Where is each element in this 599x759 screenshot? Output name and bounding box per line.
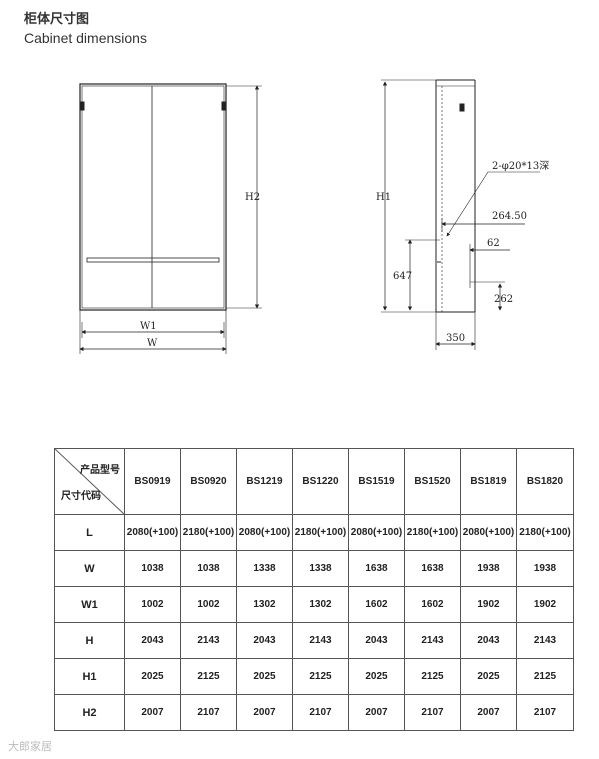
table-cell: 2043: [460, 622, 517, 659]
model-header: BS0920: [180, 448, 237, 515]
table-row: H1 2025 2125 2025 2125 2025 2125 2025 21…: [54, 658, 574, 695]
corner-bottom-label: 尺寸代码: [61, 491, 101, 502]
table-cell: 1902: [460, 586, 517, 623]
table-cell: 2125: [404, 658, 461, 695]
table-cell: 1602: [348, 586, 405, 623]
table-cell: 2080(+100): [460, 514, 517, 551]
table-cell: 2043: [236, 622, 293, 659]
cabinet-drawing: W1 W H2 H1 2-φ20*13深 264.50 62 647 262 3…: [79, 79, 549, 354]
table-cell: 1938: [460, 550, 517, 587]
table-cell: 1602: [404, 586, 461, 623]
table-cell: 2180(+100): [404, 514, 461, 551]
front-view: [79, 83, 262, 354]
table-header-row: 产品型号 尺寸代码 BS0919 BS0920 BS1219 BS1220 BS…: [54, 448, 574, 515]
table-cell: 2180(+100): [292, 514, 349, 551]
d264-label: 264.50: [492, 211, 527, 222]
front-shelf: [86, 257, 220, 263]
table-cell: 1302: [236, 586, 293, 623]
table-cell: 2007: [236, 694, 293, 731]
table-row: H 2043 2143 2043 2143 2043 2143 2043 214…: [54, 622, 574, 659]
model-header: BS0919: [124, 448, 181, 515]
corner-top-label: 产品型号: [80, 465, 120, 476]
table-cell: 2007: [348, 694, 405, 731]
row-code: L: [54, 514, 125, 551]
table-row: H2 2007 2107 2007 2107 2007 2107 2007 21…: [54, 694, 574, 731]
model-header: BS1820: [516, 448, 574, 515]
model-header: BS1219: [236, 448, 293, 515]
model-header: BS1520: [404, 448, 461, 515]
table-row: W1 1002 1002 1302 1302 1602 1602 1902 19…: [54, 586, 574, 623]
model-header: BS1519: [348, 448, 405, 515]
table-cell: 2107: [180, 694, 237, 731]
table-cell: 2143: [292, 622, 349, 659]
table-cell: 2080(+100): [348, 514, 405, 551]
row-code: W: [54, 550, 125, 587]
table-cell: 2025: [348, 658, 405, 695]
table-cell: 2125: [180, 658, 237, 695]
table-cell: 2025: [236, 658, 293, 695]
model-header: BS1220: [292, 448, 349, 515]
corner-diagonal: [55, 449, 124, 514]
table-cell: 2107: [292, 694, 349, 731]
table-row: W 1038 1038 1338 1338 1638 1638 1938 193…: [54, 550, 574, 587]
front-outer-frame: [79, 83, 227, 311]
table-cell: 2180(+100): [180, 514, 237, 551]
row-code: H2: [54, 694, 125, 731]
table-cell: 2143: [516, 622, 574, 659]
table-cell: 2107: [404, 694, 461, 731]
table-row: L 2080(+100) 2180(+100) 2080(+100) 2180(…: [54, 514, 574, 551]
page-title-cn: 柜体尺寸图: [24, 11, 90, 26]
d350-label: 350: [446, 333, 465, 344]
table-cell: 1002: [180, 586, 237, 623]
front-inner-frame: [81, 85, 225, 309]
right-hinge: [221, 101, 227, 111]
table-cell: 2025: [460, 658, 517, 695]
d62-label: 62: [487, 238, 500, 249]
table-cell: 2125: [516, 658, 574, 695]
table-cell: 2043: [124, 622, 181, 659]
table-cell: 2107: [516, 694, 574, 731]
w-label: W: [147, 338, 158, 349]
h2-label: H2: [245, 192, 260, 203]
table-cell: 1038: [124, 550, 181, 587]
page-title-en: Cabinet dimensions: [24, 30, 147, 46]
table-cell: 1638: [404, 550, 461, 587]
row-code: H: [54, 622, 125, 659]
table-cell: 1302: [292, 586, 349, 623]
table-cell: 2125: [292, 658, 349, 695]
table-cell: 1638: [348, 550, 405, 587]
side-hinge: [459, 103, 465, 112]
corner-cell: 产品型号 尺寸代码: [54, 448, 125, 515]
table-cell: 2080(+100): [236, 514, 293, 551]
table-cell: 2080(+100): [124, 514, 181, 551]
table-cell: 1338: [292, 550, 349, 587]
table-cell: 2007: [124, 694, 181, 731]
table-cell: 2143: [180, 622, 237, 659]
table-cell: 2143: [404, 622, 461, 659]
table-cell: 2043: [348, 622, 405, 659]
d647-label: 647: [393, 271, 412, 282]
table-cell: 2007: [460, 694, 517, 731]
table-cell: 2025: [124, 658, 181, 695]
table-cell: 1338: [236, 550, 293, 587]
side-view: [381, 79, 540, 350]
watermark-text: 大郎家居: [8, 741, 52, 753]
left-hinge: [79, 101, 85, 111]
table-cell: 1902: [516, 586, 574, 623]
h1-label: H1: [376, 192, 391, 203]
row-code: W1: [54, 586, 125, 623]
table-cell: 1938: [516, 550, 574, 587]
table-cell: 2180(+100): [516, 514, 574, 551]
d262-label: 262: [494, 294, 513, 305]
hole-leader: [446, 171, 540, 237]
hole-label: 2-φ20*13深: [492, 160, 549, 172]
model-header: BS1819: [460, 448, 517, 515]
table-cell: 1038: [180, 550, 237, 587]
spec-table: 产品型号 尺寸代码 BS0919 BS0920 BS1219 BS1220 BS…: [54, 448, 574, 731]
row-code: H1: [54, 658, 125, 695]
w1-label: W1: [140, 321, 157, 332]
table-cell: 1002: [124, 586, 181, 623]
